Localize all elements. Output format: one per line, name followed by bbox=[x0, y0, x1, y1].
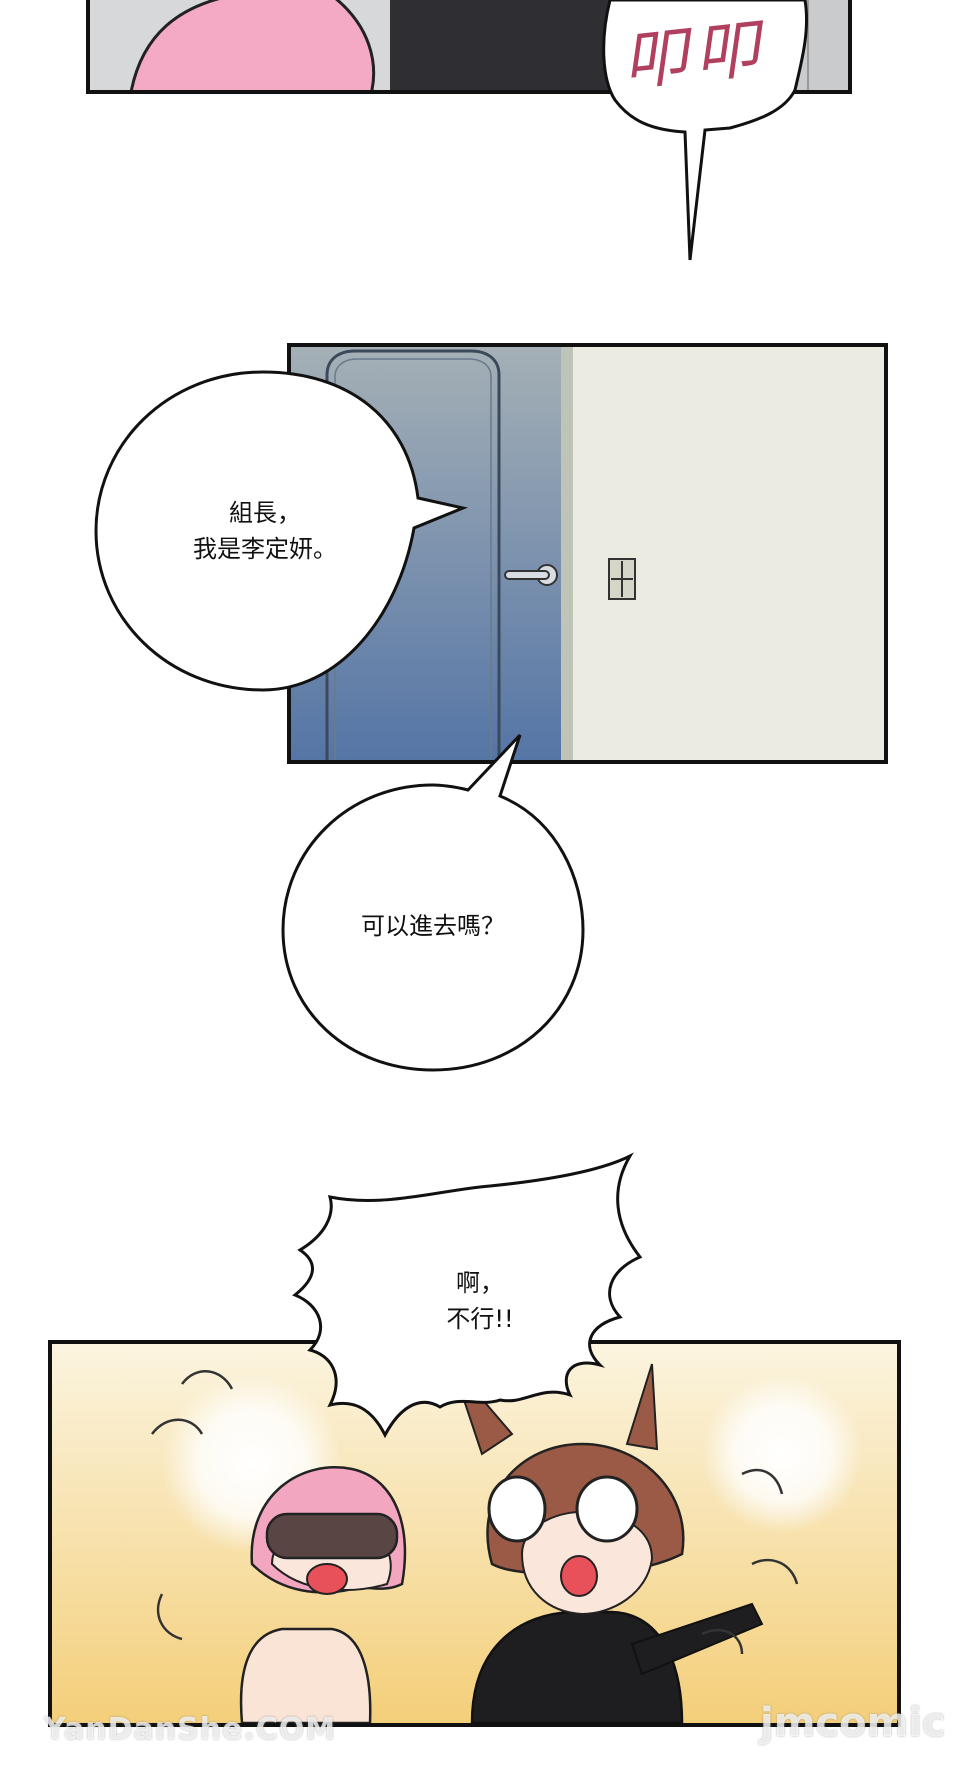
flash-burst-right bbox=[702, 1374, 862, 1534]
motion-lines bbox=[151, 1370, 799, 1655]
door-panel bbox=[287, 343, 888, 764]
door-handle bbox=[504, 564, 558, 586]
watermark-right: jmcomic bbox=[760, 1700, 946, 1746]
bottom-panel-art bbox=[52, 1344, 897, 1723]
light-switch-icon bbox=[608, 558, 636, 600]
shout-bubble bbox=[292, 1152, 643, 1439]
speech-bubble-name bbox=[94, 370, 468, 692]
speech-bubble-question bbox=[281, 733, 585, 1072]
brown-hair-character bbox=[451, 1363, 764, 1723]
pink-hair-character bbox=[239, 1466, 407, 1723]
door-scene bbox=[291, 347, 884, 760]
bottom-panel bbox=[48, 1340, 901, 1727]
speech-text-question: 可以進去嗎？ bbox=[361, 912, 505, 940]
speech-text-name: 組長， 我是李定妍。 bbox=[193, 499, 337, 563]
knock-sfx-bubble bbox=[602, 0, 809, 261]
watermark-left: YanDanShe.COM bbox=[44, 1712, 337, 1747]
shout-text: 啊， 不行!! bbox=[446, 1269, 514, 1333]
